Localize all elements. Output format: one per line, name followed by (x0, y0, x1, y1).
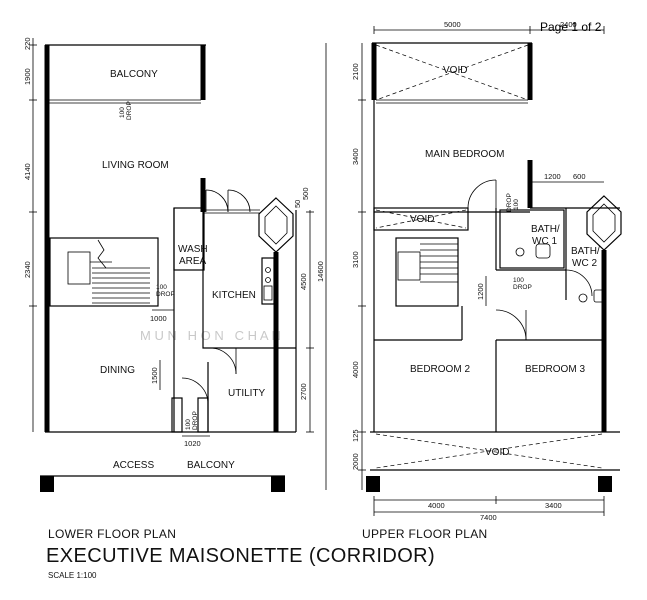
dim-upper-5000: 5000 (444, 20, 461, 29)
room-label-bath-1b: WC 1 (532, 236, 557, 247)
dim-lower-2340: 2340 (23, 261, 32, 278)
dim-upper-3100: 3100 (351, 251, 360, 268)
dim-upper-4000-v: 4000 (351, 361, 360, 378)
drop-kitchen-value: 100 (156, 284, 167, 291)
dim-lower-50: 50 (293, 200, 302, 208)
room-label-dining: DINING (100, 365, 135, 376)
dim-upper-3400-h: 3400 (545, 501, 562, 510)
room-label-balcony-2: BALCONY (187, 460, 235, 471)
dim-upper-600: 600 (573, 172, 586, 181)
main-title: EXECUTIVE MAISONETTE (CORRIDOR) (46, 545, 436, 567)
room-label-void-top: VOID (443, 65, 467, 76)
room-label-balcony: BALCONY (110, 69, 158, 80)
upper-dimension-lines (325, 26, 605, 516)
upper-floor-plan: 5000 2400 2100 3400 14600 3100 4000 125 … (316, 20, 622, 522)
room-label-kitchen: KITCHEN (212, 290, 256, 301)
dim-lower-220: 220 (23, 37, 32, 50)
dim-lower-1900: 1900 (23, 68, 32, 85)
drop-upper-a-label: DROP (506, 193, 513, 212)
dim-upper-3400-v: 3400 (351, 148, 360, 165)
room-label-bedroom-3: BEDROOM 3 (525, 364, 585, 375)
upper-staircase (395, 237, 459, 307)
kitchen-wall (202, 212, 296, 349)
drop-utility-label: DROP (192, 411, 199, 430)
dim-upper-4000-h: 4000 (428, 501, 445, 510)
drop-upper-b-label: DROP (513, 284, 532, 291)
drop-kitchen-label: DROP (156, 291, 175, 298)
dim-upper-125: 125 (351, 429, 360, 442)
room-label-living-room: LIVING ROOM (102, 160, 169, 171)
room-label-access: ACCESS (113, 460, 154, 471)
upper-floor-plan-title: UPPER FLOOR PLAN (362, 527, 488, 541)
dim-lower-4500: 4500 (299, 273, 308, 290)
dim-lower-1000: 1000 (150, 314, 167, 323)
room-label-utility: UTILITY (228, 388, 266, 399)
drop-upper-a-value: 100 (513, 199, 520, 210)
room-label-bath-2a: BATH/ (571, 246, 600, 257)
dim-lower-1500: 1500 (150, 367, 159, 384)
dim-upper-14600: 14600 (316, 261, 325, 282)
scale-label: SCALE 1:100 (48, 571, 97, 580)
watermark: M U N H O N C H A N (140, 328, 281, 343)
dim-upper-2400: 2400 (560, 20, 577, 29)
drop-upper-b-value: 100 (513, 277, 524, 284)
lower-floor-plan: 220 1900 4140 2340 1000 1500 1020 4500 2… (23, 37, 314, 492)
drop-utility-value: 100 (185, 419, 192, 430)
drop-balcony-label: DROP (126, 101, 133, 120)
lower-staircase (49, 237, 159, 307)
dim-lower-1020: 1020 (184, 439, 201, 448)
room-label-area: AREA (179, 256, 207, 267)
page-indicator: Page 1 of 2 (540, 20, 602, 34)
drop-balcony-value: 100 (119, 107, 126, 118)
dim-upper-1200-h: 1200 (544, 172, 561, 181)
room-label-bath-1a: BATH/ (531, 224, 560, 235)
room-label-bedroom-2: BEDROOM 2 (410, 364, 470, 375)
dim-upper-2100: 2100 (351, 63, 360, 80)
lower-floor-plan-title: LOWER FLOOR PLAN (48, 527, 177, 541)
dim-lower-500: 500 (301, 187, 310, 200)
dim-upper-2000: 2000 (351, 453, 360, 470)
dim-lower-2700: 2700 (299, 383, 308, 400)
room-label-void-mid: VOID (410, 214, 434, 225)
room-label-wash: WASH (178, 244, 208, 255)
lower-dimension-lines (29, 38, 314, 437)
dim-upper-1200-v: 1200 (476, 283, 485, 300)
room-label-void-bottom: VOID (485, 447, 509, 458)
room-label-main-bedroom: MAIN BEDROOM (425, 149, 504, 160)
room-label-bath-2b: WC 2 (572, 258, 597, 269)
dim-lower-4140: 4140 (23, 163, 32, 180)
dim-upper-7400: 7400 (480, 513, 497, 522)
